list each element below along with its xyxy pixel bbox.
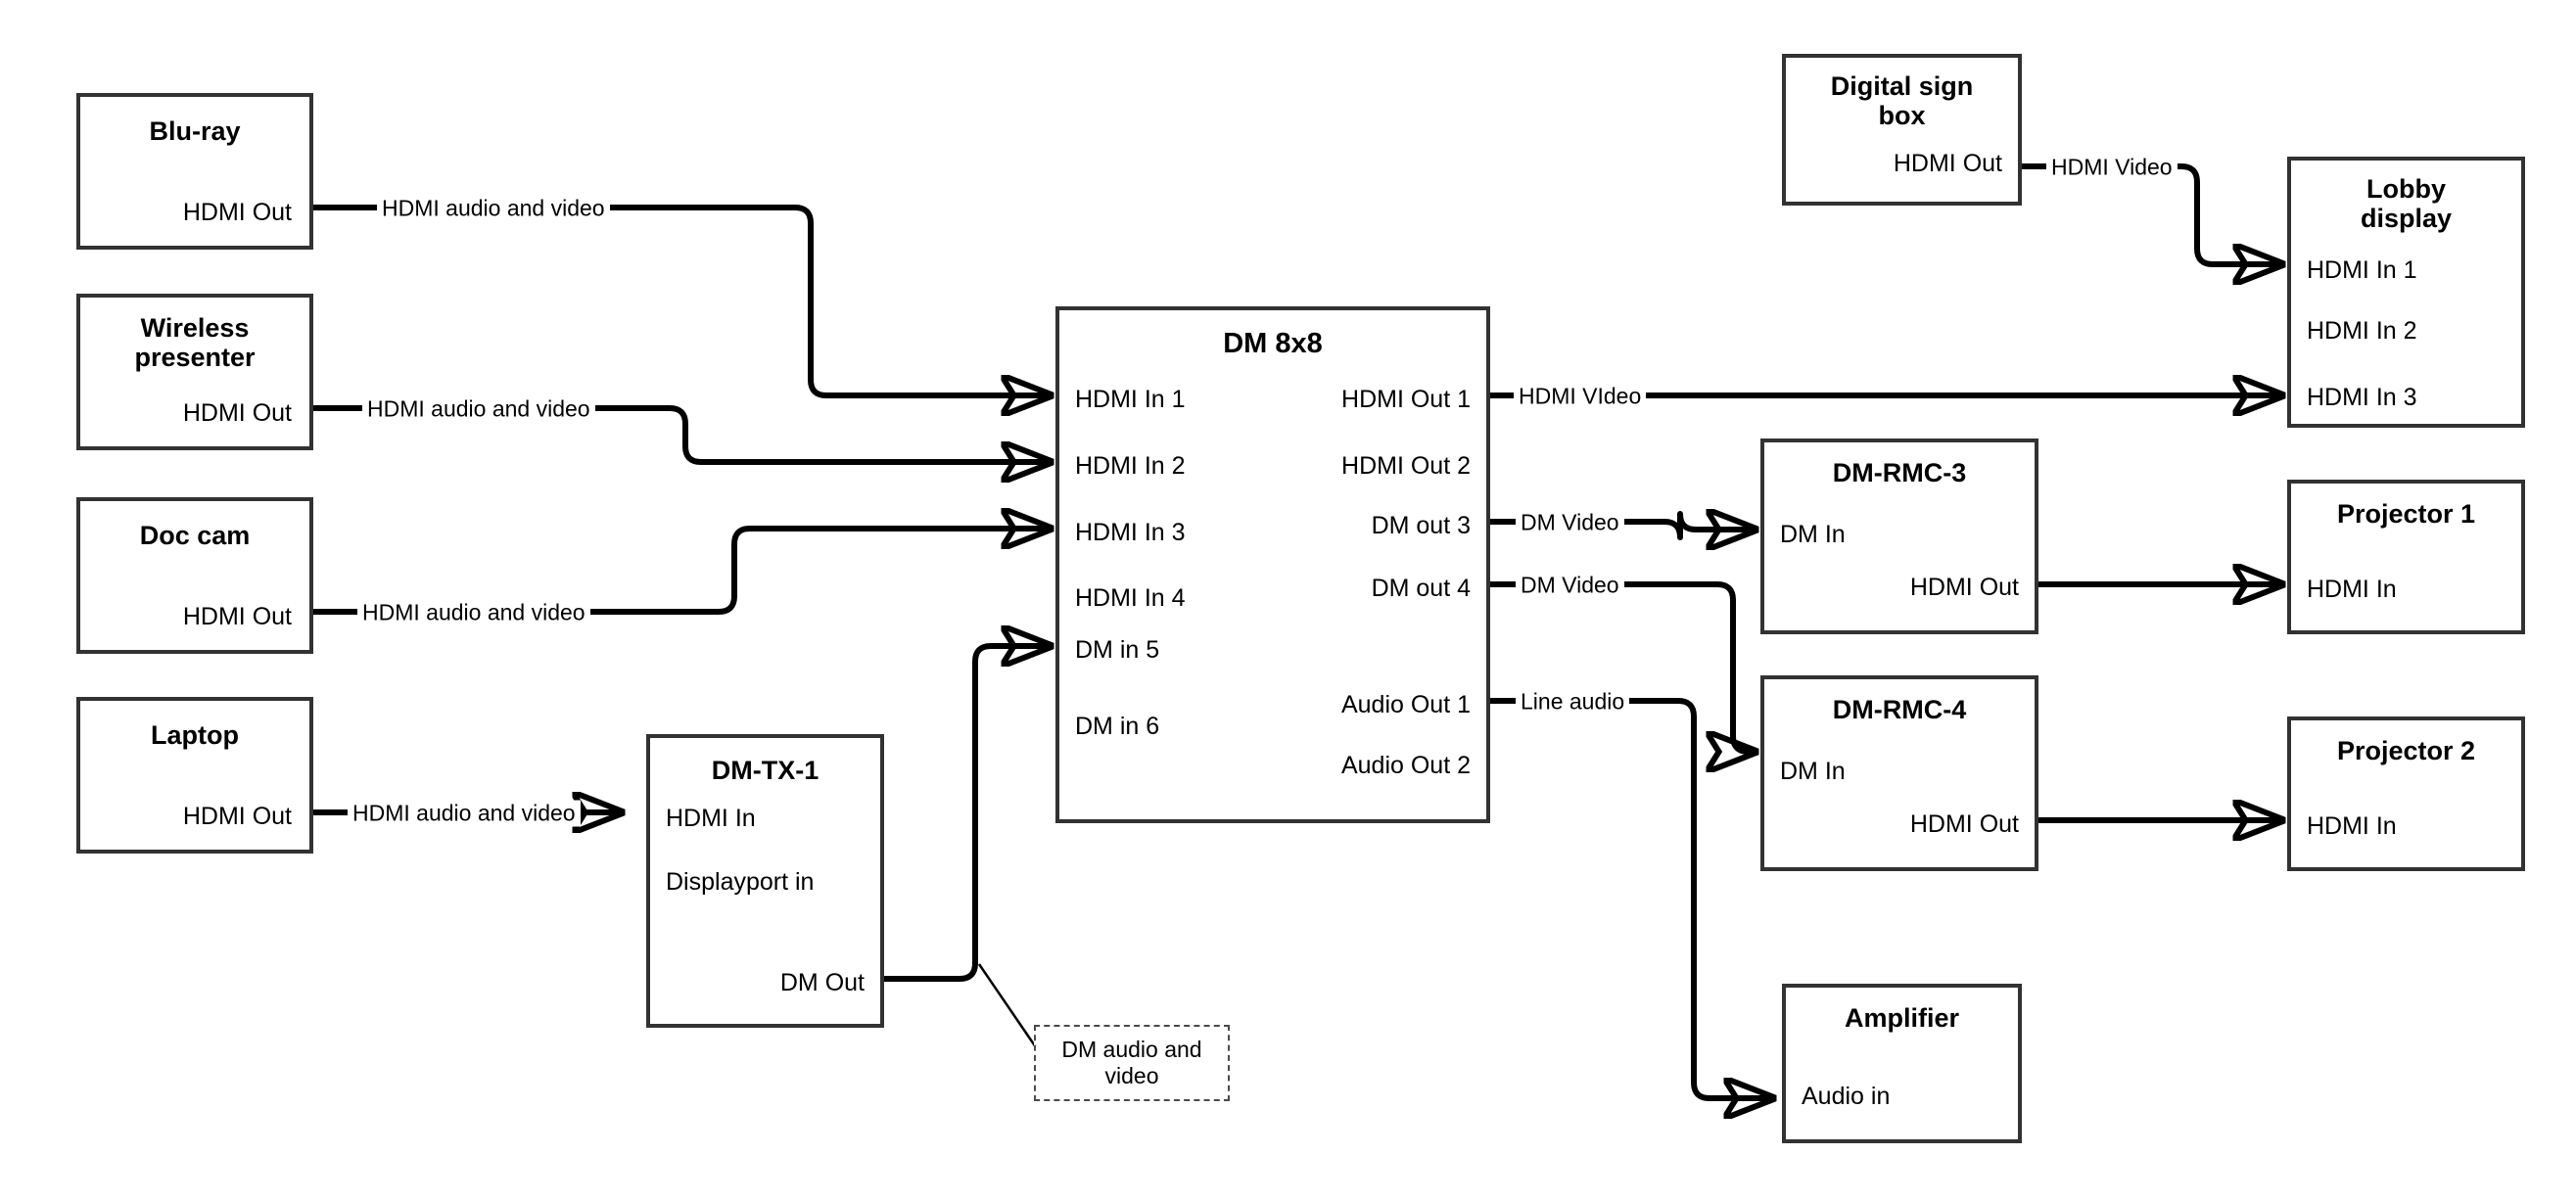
- port-hdmi-out-1: HDMI Out 1: [1341, 386, 1471, 413]
- port-hdmi-out: HDMI Out: [1893, 150, 2002, 177]
- port-hdmi-out: HDMI Out: [182, 803, 292, 830]
- wire-bluray-to-dm-in1: [313, 205, 1052, 395]
- edge-label-hdmi-out1-video: HDMI VIdeo: [1514, 383, 1647, 410]
- port-hdmi-in-2: HDMI In 2: [2307, 317, 2417, 345]
- node-title: DM-RMC-3: [1832, 458, 1967, 487]
- wire-dm-out3-to-rmc3: [1490, 514, 1756, 537]
- edge-label-doccam: HDMI audio and video: [357, 599, 590, 626]
- node-title: Lobby display: [2360, 174, 2453, 234]
- node-dm-8x8[interactable]: DM 8x8 HDMI In 1 HDMI In 2 HDMI In 3 HDM…: [1055, 306, 1490, 823]
- port-hdmi-in-3: HDMI In 3: [1075, 519, 1186, 546]
- port-hdmi-in: HDMI In: [2307, 576, 2397, 603]
- wire-audioout1-to-amplifier: [1490, 698, 1774, 1098]
- note-dm-audio-and-video: DM audio and video: [1034, 1025, 1230, 1101]
- port-hdmi-in-2: HDMI In 2: [1075, 452, 1186, 480]
- node-title: DM-RMC-4: [1832, 695, 1967, 724]
- node-title: Laptop: [151, 720, 239, 750]
- node-bluray[interactable]: Blu-ray HDMI Out: [76, 93, 313, 250]
- node-title: DM 8x8: [1223, 328, 1323, 359]
- node-title: DM-TX-1: [711, 756, 820, 785]
- edge-label-dm-out3-video: DM Video: [1516, 509, 1624, 536]
- edge-label-line-audio: Line audio: [1516, 688, 1630, 716]
- port-hdmi-in: HDMI In: [666, 805, 756, 832]
- node-laptop[interactable]: Laptop HDMI Out: [76, 697, 313, 854]
- edge-label-dm-out4-video: DM Video: [1516, 572, 1624, 599]
- node-dm-rmc-4[interactable]: DM-RMC-4 DM In HDMI Out: [1760, 675, 2038, 871]
- port-hdmi-in: HDMI In: [2307, 812, 2397, 840]
- port-hdmi-out-2: HDMI Out 2: [1341, 452, 1471, 480]
- port-hdmi-in-3: HDMI In 3: [2307, 384, 2417, 411]
- node-title: Projector 1: [2336, 499, 2476, 529]
- node-dm-tx-1[interactable]: DM-TX-1 HDMI In Displayport in DM Out: [646, 734, 884, 1028]
- wire-dm-out4-to-rmc4: [1490, 581, 1756, 752]
- port-hdmi-out: HDMI Out: [182, 399, 292, 427]
- port-dm-in: DM In: [1780, 521, 1846, 548]
- node-title: Blu-ray: [149, 116, 241, 146]
- port-dm-in-5: DM in 5: [1075, 636, 1160, 664]
- node-title: Wireless presenter: [134, 313, 256, 373]
- port-hdmi-in-1: HDMI In 1: [2307, 256, 2417, 284]
- node-projector-1[interactable]: Projector 1 HDMI In: [2287, 480, 2525, 634]
- node-dm-rmc-3[interactable]: DM-RMC-3 DM In HDMI Out: [1760, 439, 2038, 634]
- port-hdmi-out: HDMI Out: [182, 199, 292, 226]
- edge-label-wireless: HDMI audio and video: [362, 395, 595, 423]
- node-lobby-display[interactable]: Lobby display HDMI In 1 HDMI In 2 HDMI I…: [2287, 157, 2525, 428]
- note-text: DM audio and video: [1061, 1036, 1202, 1088]
- node-title: Amplifier: [1844, 1003, 1960, 1033]
- port-dm-in-6: DM in 6: [1075, 713, 1160, 740]
- node-digital-sign-box[interactable]: Digital sign box HDMI Out: [1782, 54, 2022, 206]
- port-dm-out-4: DM out 4: [1371, 575, 1471, 602]
- port-displayport-in: Displayport in: [666, 868, 815, 896]
- port-hdmi-in-1: HDMI In 1: [1075, 386, 1186, 413]
- node-projector-2[interactable]: Projector 2 HDMI In: [2287, 716, 2525, 871]
- node-wireless-presenter[interactable]: Wireless presenter HDMI Out: [76, 294, 313, 450]
- port-hdmi-out: HDMI Out: [1909, 574, 2019, 601]
- port-audio-out-2: Audio Out 2: [1340, 752, 1471, 779]
- node-amplifier[interactable]: Amplifier Audio in: [1782, 984, 2022, 1143]
- edge-label-laptop: HDMI audio and video: [348, 800, 581, 827]
- node-title: Projector 2: [2336, 736, 2476, 765]
- note-leader-line: [977, 963, 1038, 1048]
- port-audio-out-1: Audio Out 1: [1340, 691, 1471, 718]
- node-title: Doc cam: [139, 521, 251, 550]
- port-hdmi-out: HDMI Out: [1909, 810, 2019, 838]
- edge-label-bluray: HDMI audio and video: [377, 195, 610, 222]
- wire-wireless-to-dm-in2: [313, 405, 1052, 462]
- port-dm-out: DM Out: [779, 969, 865, 996]
- edge-label-digital-sign-hdmi-video: HDMI Video: [2046, 154, 2178, 181]
- port-audio-in: Audio in: [1802, 1083, 1891, 1110]
- wire-digitalsign-to-lobby-in1: [2022, 163, 2283, 264]
- node-title: Digital sign box: [1830, 71, 1974, 131]
- wire-doccam-to-dm-in3: [313, 529, 1052, 615]
- port-hdmi-out: HDMI Out: [182, 603, 292, 630]
- node-doc-cam[interactable]: Doc cam HDMI Out: [76, 497, 313, 654]
- wire-dmtx-to-dm-in5: [884, 646, 1052, 982]
- port-hdmi-in-4: HDMI In 4: [1075, 584, 1186, 612]
- port-dm-out-3: DM out 3: [1371, 512, 1471, 539]
- port-dm-in: DM In: [1780, 758, 1846, 785]
